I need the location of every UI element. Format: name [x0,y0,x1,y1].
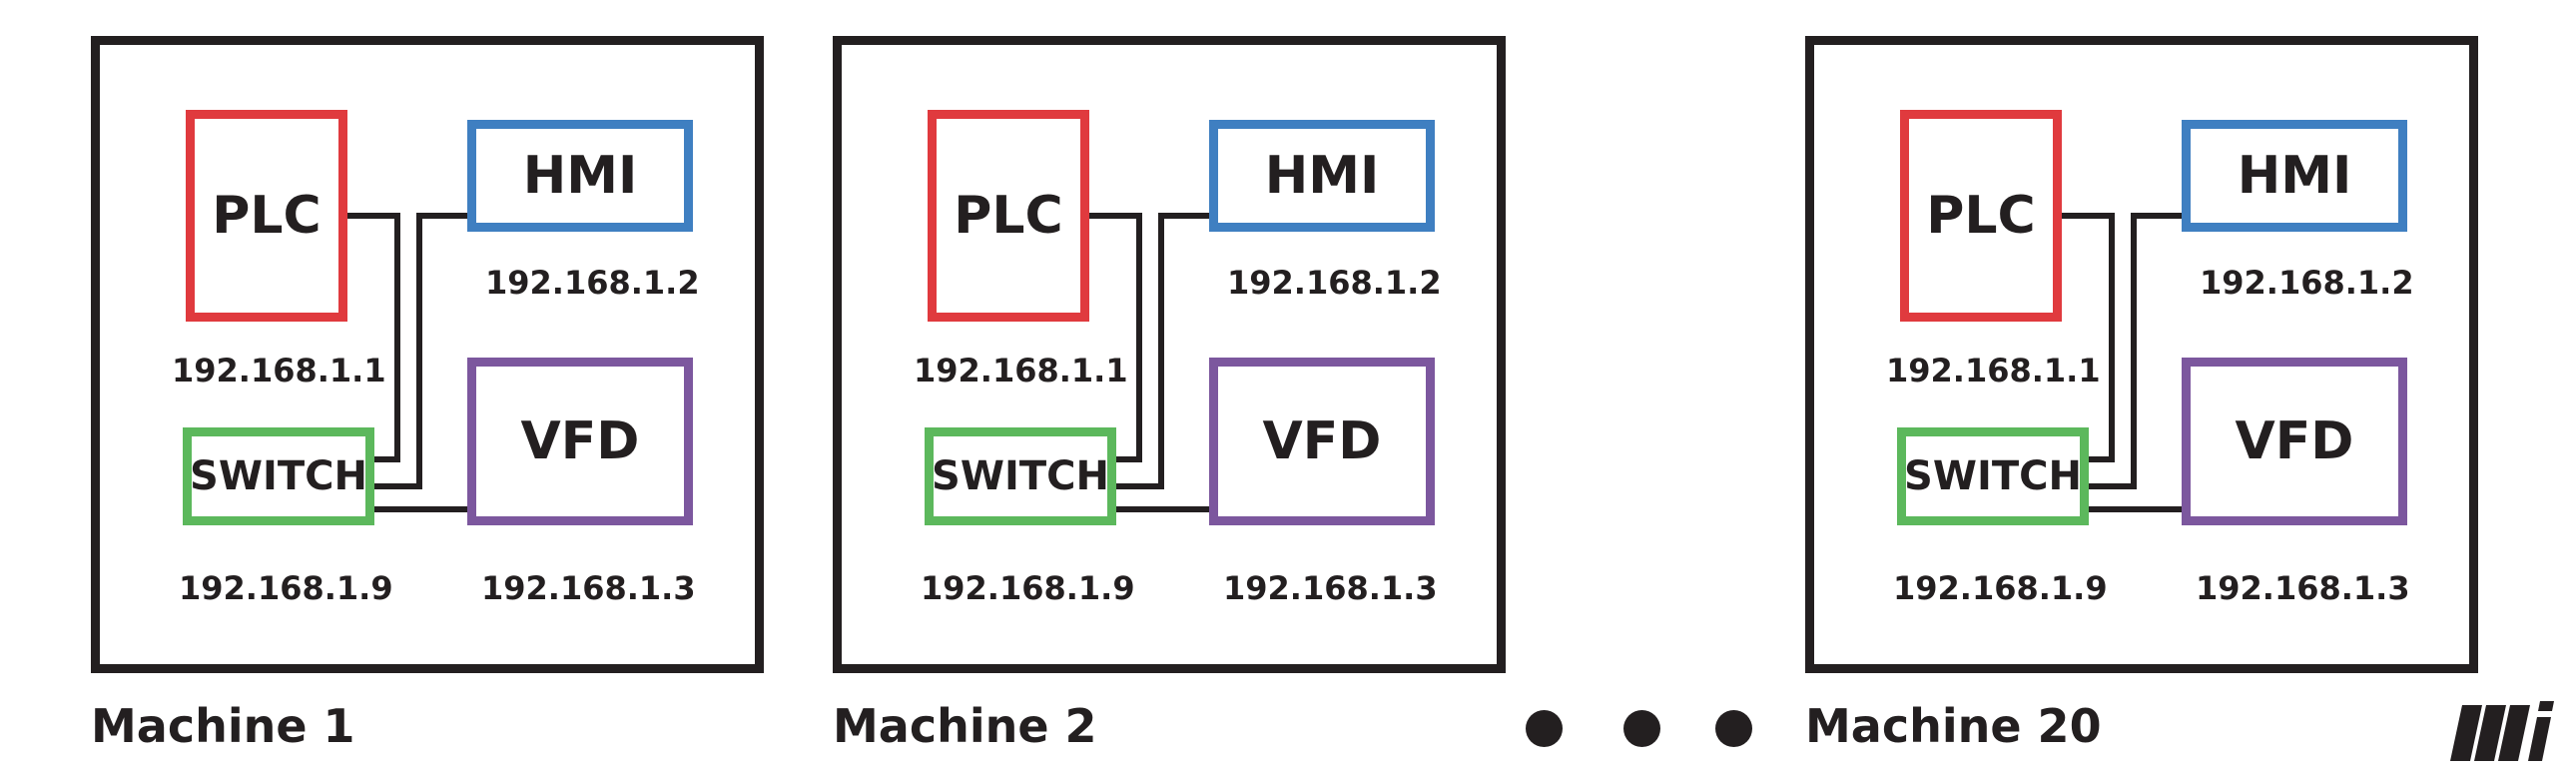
switch-ip: 192.168.1.9 [921,569,1135,607]
switch-label: SWITCH [932,453,1109,499]
plc-ip: 192.168.1.1 [914,352,1128,390]
plc-label: PLC [954,186,1063,246]
machine-2-switch: SWITCH [925,427,1116,525]
switch-label: SWITCH [190,453,367,499]
machine-20-frame [1805,36,2478,673]
machine-1-frame [91,36,764,673]
machine-1-vfd: VFD [467,358,693,525]
machine-2-label: Machine 2 [833,699,1097,753]
plc-switch-wire [2059,213,2115,462]
switch-ip: 192.168.1.9 [1893,569,2108,607]
mi-logo-icon [2450,701,2554,761]
machine-1-switch: SWITCH [183,427,374,525]
plc-switch-wire [344,213,400,462]
plc-ip: 192.168.1.1 [172,352,386,390]
hmi-switch-wire [374,213,469,489]
hmi-label: HMI [522,146,638,206]
machine-2-wiring [1086,213,1211,512]
vfd-label: VFD [1262,411,1382,471]
vfd-label: VFD [2235,411,2354,471]
switch-label: SWITCH [1904,453,2082,499]
ellipsis-dot [1526,710,1563,747]
hmi-label: HMI [1264,146,1380,206]
machine-20-hmi: HMI [2182,120,2407,232]
vfd-ip: 192.168.1.3 [2196,569,2410,607]
machine-2-vfd: VFD [1209,358,1435,525]
vfd-ip: 192.168.1.3 [481,569,696,607]
ellipsis-dot [1623,710,1660,747]
plc-switch-wire [1086,213,1142,462]
hmi-switch-wire [2089,213,2184,489]
vfd-label: VFD [520,411,640,471]
machine-20-plc: PLC [1900,110,2062,322]
machine-1-label: Machine 1 [91,699,355,753]
hmi-label: HMI [2237,146,2352,206]
plc-ip: 192.168.1.1 [1886,352,2101,390]
hmi-switch-wire [1116,213,1211,489]
hmi-ip: 192.168.1.2 [1227,264,1442,302]
vfd-ip: 192.168.1.3 [1223,569,1438,607]
machine-2-hmi: HMI [1209,120,1435,232]
hmi-ip: 192.168.1.2 [485,264,700,302]
machine-20-wiring [2059,213,2184,512]
machine-20-switch: SWITCH [1897,427,2089,525]
ellipsis-dot [1715,710,1752,747]
plc-label: PLC [212,186,322,246]
machine-1-hmi: HMI [467,120,693,232]
machine-2-plc: PLC [928,110,1089,322]
machine-20-vfd: VFD [2182,358,2407,525]
machine-1-wiring [344,213,469,512]
hmi-ip: 192.168.1.2 [2200,264,2414,302]
machine-2-frame [833,36,1506,673]
machine-20-label: Machine 20 [1805,699,2102,753]
plc-label: PLC [1926,186,2036,246]
machine-1-plc: PLC [186,110,347,322]
switch-ip: 192.168.1.9 [179,569,393,607]
